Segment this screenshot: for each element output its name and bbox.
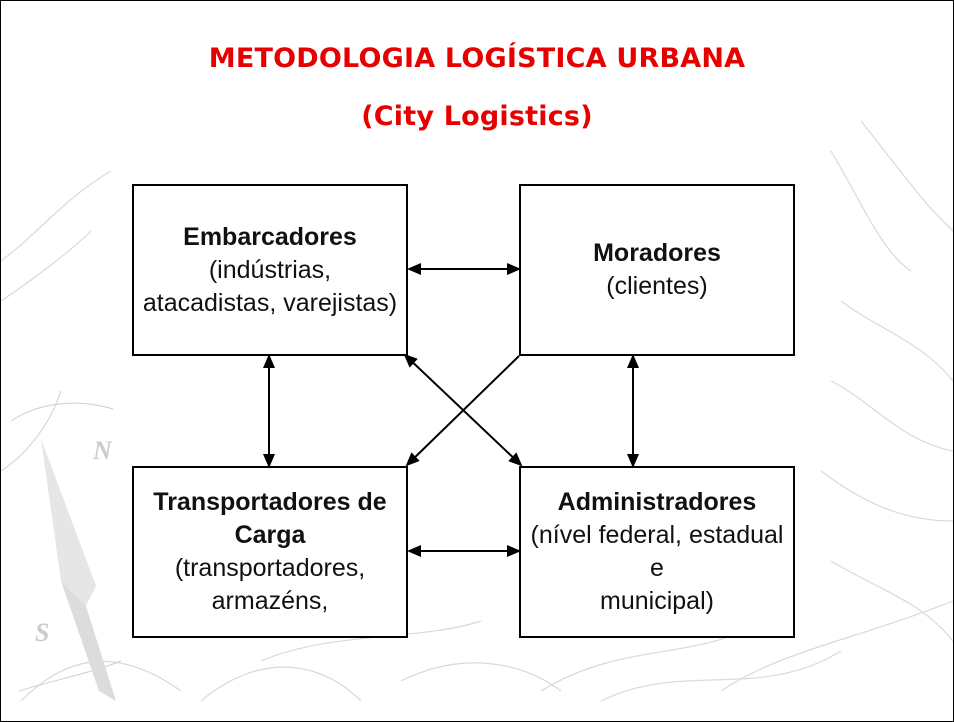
- embarcadores-detail-2: atacadistas, varejistas): [142, 288, 398, 317]
- transportadores-detail-1: (transportadores,: [174, 554, 366, 582]
- moradores-heading: Moradores: [593, 239, 721, 267]
- svg-text:S: S: [35, 618, 49, 647]
- transportadores-detail-2: armazéns,: [211, 587, 329, 615]
- slide-subtitle: (City Logistics): [361, 101, 593, 132]
- embarcadores-heading: Embarcadores: [183, 222, 357, 251]
- transportadores-heading-2: Carga: [234, 521, 306, 549]
- embarcadores-detail-1: (indústrias,: [208, 255, 332, 284]
- administradores-detail-2: municipal): [600, 587, 714, 615]
- moradores-detail-1: (clientes): [606, 272, 708, 300]
- box-embarcadores: Embarcadores (indústrias, atacadistas, v…: [132, 184, 408, 356]
- arrow-moradores-transportadores: [405, 355, 520, 467]
- slide-title: METODOLOGIA LOGÍSTICA URBANA: [208, 43, 746, 74]
- svg-text:N: N: [92, 436, 113, 465]
- administradores-detail-1: (nível federal, estadual e: [530, 521, 784, 582]
- compass-rose-icon: N S: [10, 402, 122, 701]
- administradores-heading: Administradores: [557, 488, 757, 516]
- box-administradores: Administradores (nível federal, estadual…: [519, 466, 795, 638]
- transportadores-heading-1: Transportadores de: [153, 488, 387, 516]
